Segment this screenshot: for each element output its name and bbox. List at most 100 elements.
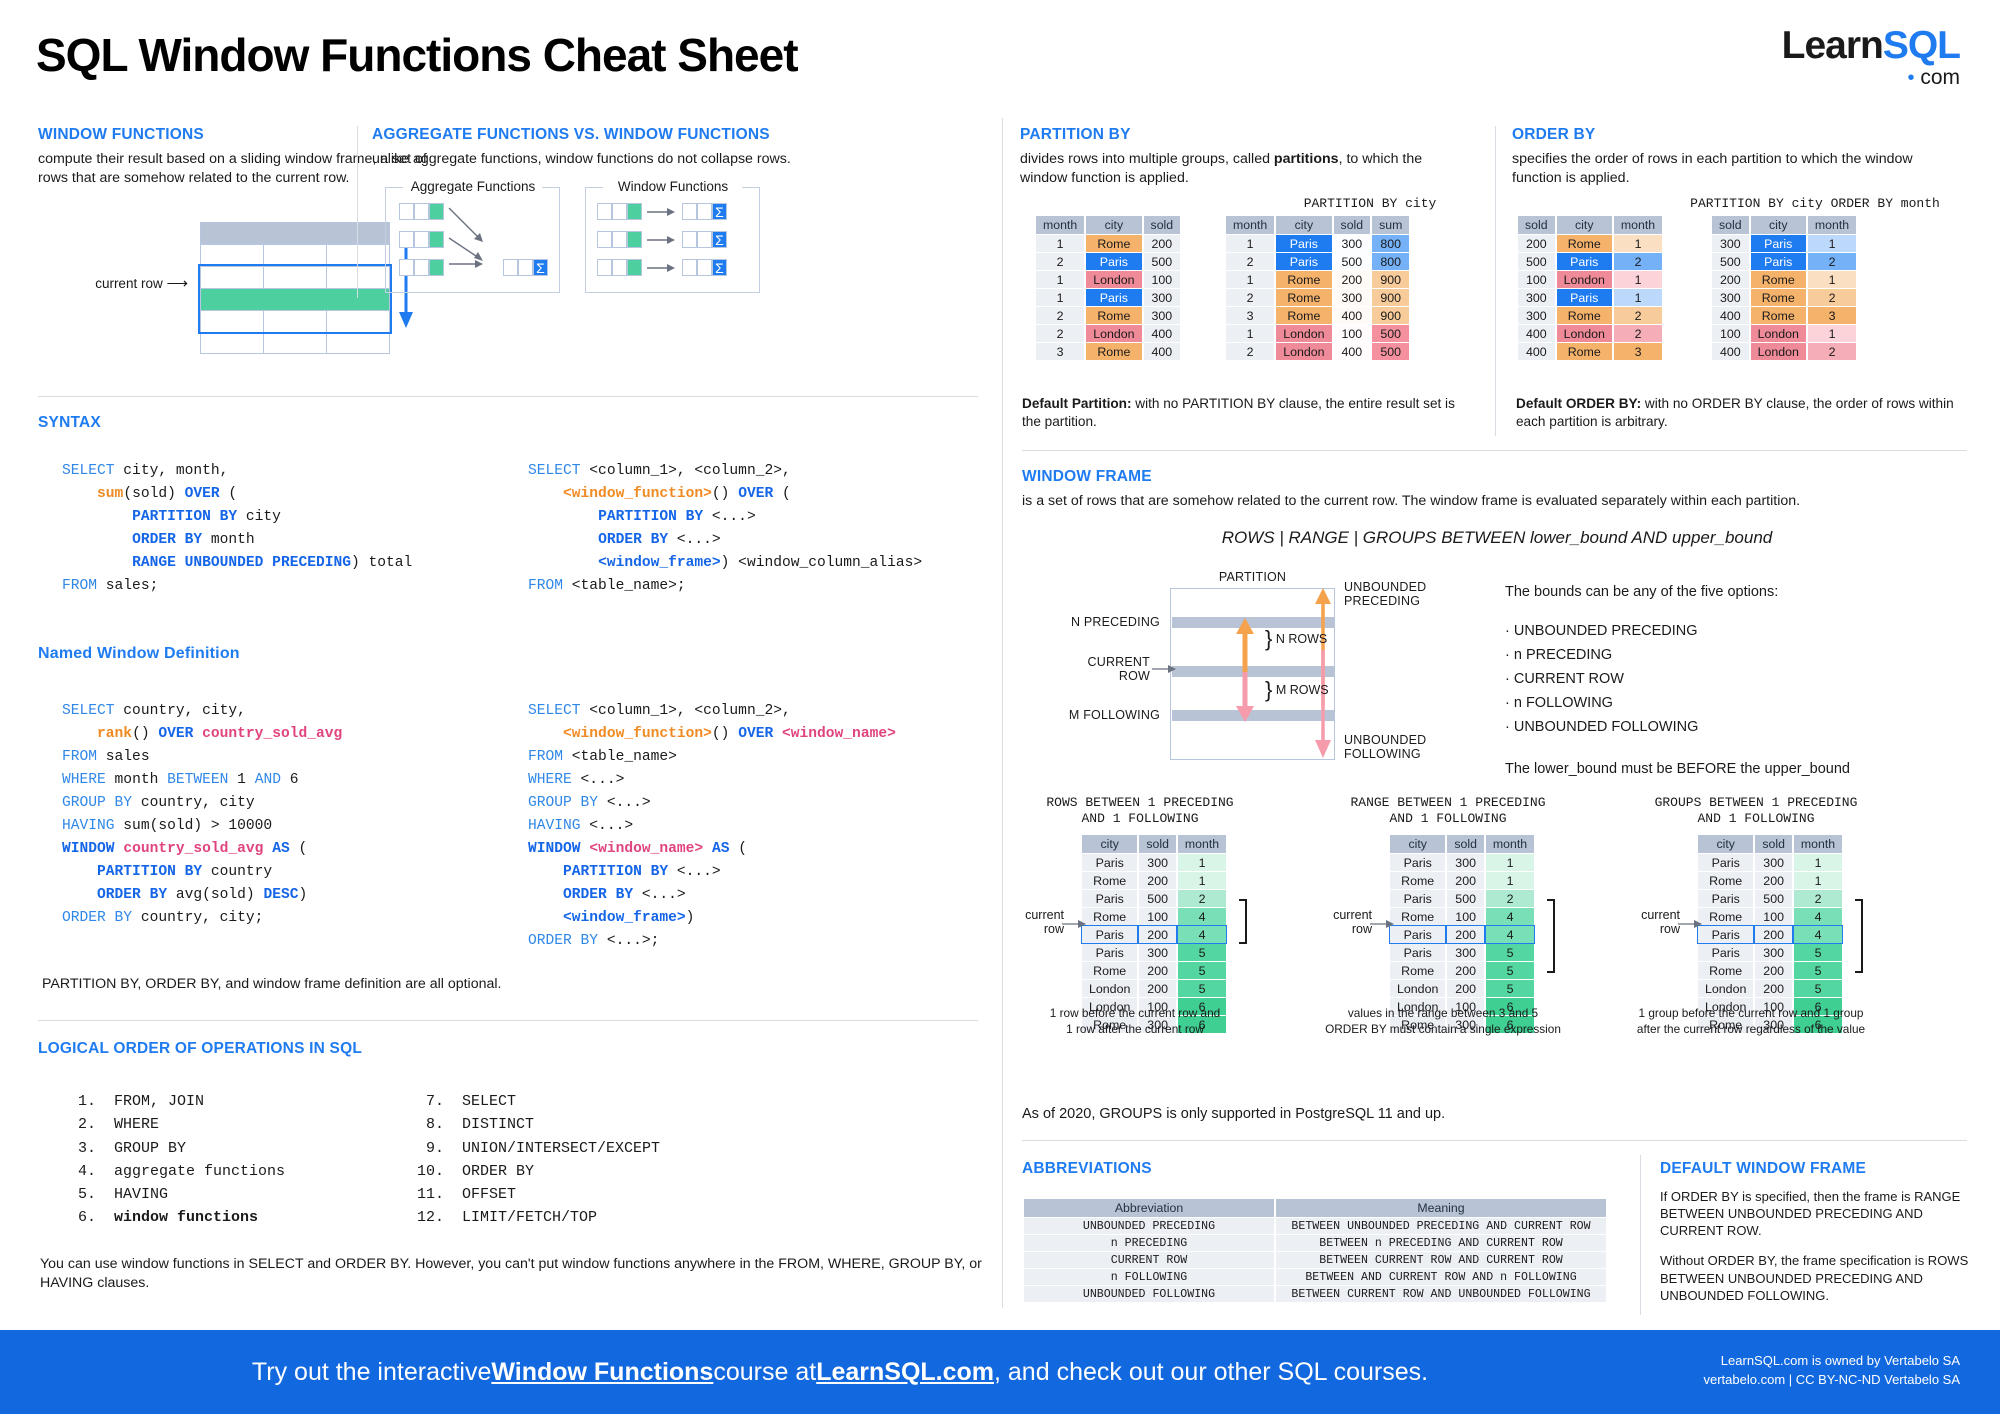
default-frame-para-1: If ORDER BY is specified, then the frame… bbox=[1660, 1189, 1961, 1239]
m-following-band bbox=[1171, 710, 1334, 721]
diagram-table-body bbox=[198, 244, 392, 354]
logical-order-item: 9. UNION/INTERSECT/EXCEPT bbox=[425, 1139, 661, 1157]
footer-text-mid: course at bbox=[713, 1357, 817, 1386]
abbreviation-cell: n FOLLOWING bbox=[1024, 1269, 1274, 1285]
bound-option: · UNBOUNDED PRECEDING bbox=[1505, 623, 1698, 640]
syntax-code-left: SELECT city, month, sum(sold) OVER ( PAR… bbox=[62, 463, 413, 595]
table-header-cell: city bbox=[1698, 835, 1754, 854]
sigma-icon: Σ bbox=[715, 203, 724, 220]
frame-current-row-pointer-icon bbox=[1062, 919, 1086, 928]
window-functions-section: WINDOW FUNCTIONS compute their result ba… bbox=[38, 126, 458, 187]
m-rows-down-arrow-icon bbox=[1236, 672, 1254, 722]
page-footer: Try out the interactive Window Functions… bbox=[0, 1330, 2000, 1414]
footer-license-line: vertabelo.com | CC BY-NC-ND Vertabelo SA bbox=[1703, 1371, 1961, 1387]
win-row-3: Σ bbox=[597, 259, 727, 276]
table-header-cell: sold bbox=[1447, 835, 1484, 854]
agg-vs-window-description: unlike aggregate functions, window funct… bbox=[372, 151, 791, 167]
aggregate-functions-caption: Aggregate Functions bbox=[407, 179, 539, 194]
default-partition-note: Default Partition: with no PARTITION BY … bbox=[1022, 396, 1455, 430]
agg-input-row-3 bbox=[399, 259, 444, 276]
table-header-cell: city bbox=[1276, 216, 1332, 234]
window-functions-diagram-box: Window Functions Σ Σ Σ bbox=[585, 178, 760, 293]
abbreviation-cell: CURRENT ROW bbox=[1024, 1252, 1274, 1268]
arrow-right-icon bbox=[647, 207, 675, 216]
syntax-section: SYNTAX bbox=[38, 414, 101, 432]
n-preceding-band bbox=[1171, 617, 1334, 628]
left-top-divider bbox=[357, 126, 358, 298]
logo-learn-text: Learn bbox=[1781, 24, 1884, 67]
footer-text-after: , and check out our other SQL courses. bbox=[994, 1357, 1429, 1386]
footer-link-learnsql[interactable]: LearnSQL.com bbox=[816, 1357, 995, 1386]
logical-order-footnote: You can use window functions in SELECT a… bbox=[40, 1256, 982, 1291]
table-header-cell: month bbox=[1613, 216, 1663, 234]
table-header-cell: sold bbox=[1143, 216, 1181, 234]
meaning-cell: BETWEEN CURRENT ROW AND UNBOUNDED FOLLOW… bbox=[1276, 1286, 1606, 1302]
table-header-cell: sold bbox=[1139, 835, 1176, 854]
footer-cta: Try out the interactive Window Functions… bbox=[0, 1330, 1680, 1414]
m-rows-label: } M ROWS bbox=[1265, 677, 1329, 702]
logo-com-text: com bbox=[1920, 66, 1960, 89]
postgres-note: As of 2020, GROUPS is only supported in … bbox=[1022, 1106, 1446, 1122]
partition-by-title: PARTITION BY bbox=[1020, 126, 1131, 143]
bound-option: · CURRENT ROW bbox=[1505, 670, 1624, 687]
footer-link-window-functions[interactable]: Window Functions bbox=[491, 1357, 714, 1386]
current-row-band bbox=[1171, 666, 1334, 677]
footer-copyright: LearnSQL.com is owned by Vertabelo SA ve… bbox=[1704, 1352, 1961, 1390]
arrow-right-icon bbox=[647, 263, 675, 272]
bounds-intro: The bounds can be any of the five option… bbox=[1505, 584, 1779, 600]
table-header-cell: city bbox=[1086, 216, 1142, 234]
window-frame-syntax: ROWS | RANGE | GROUPS BETWEEN lower_boun… bbox=[1221, 528, 1773, 547]
abbreviations-title: ABBREVIATIONS bbox=[1022, 1160, 1152, 1177]
abbreviations-divider bbox=[1022, 1140, 1967, 1141]
agg-input-row-1 bbox=[399, 203, 444, 220]
frame-bracket bbox=[1547, 898, 1555, 974]
table-header-cell: month bbox=[1793, 835, 1843, 854]
logical-order-divider bbox=[38, 1020, 978, 1021]
named-window-footnote: PARTITION BY, ORDER BY, and window frame… bbox=[42, 976, 502, 992]
named-window-section: Named Window Definition bbox=[38, 645, 240, 663]
window-functions-caption: Window Functions bbox=[607, 179, 739, 194]
syntax-code-right: SELECT <column_1>, <column_2>, <window_f… bbox=[528, 463, 923, 595]
window-frame-diagram: PARTITION } N ROWS } bbox=[1069, 570, 1426, 761]
table-header-cell: city bbox=[1556, 216, 1612, 234]
abbrev-default-divider bbox=[1640, 1155, 1641, 1315]
sigma-icon: Σ bbox=[536, 259, 545, 276]
table-header-cell: city bbox=[1390, 835, 1446, 854]
